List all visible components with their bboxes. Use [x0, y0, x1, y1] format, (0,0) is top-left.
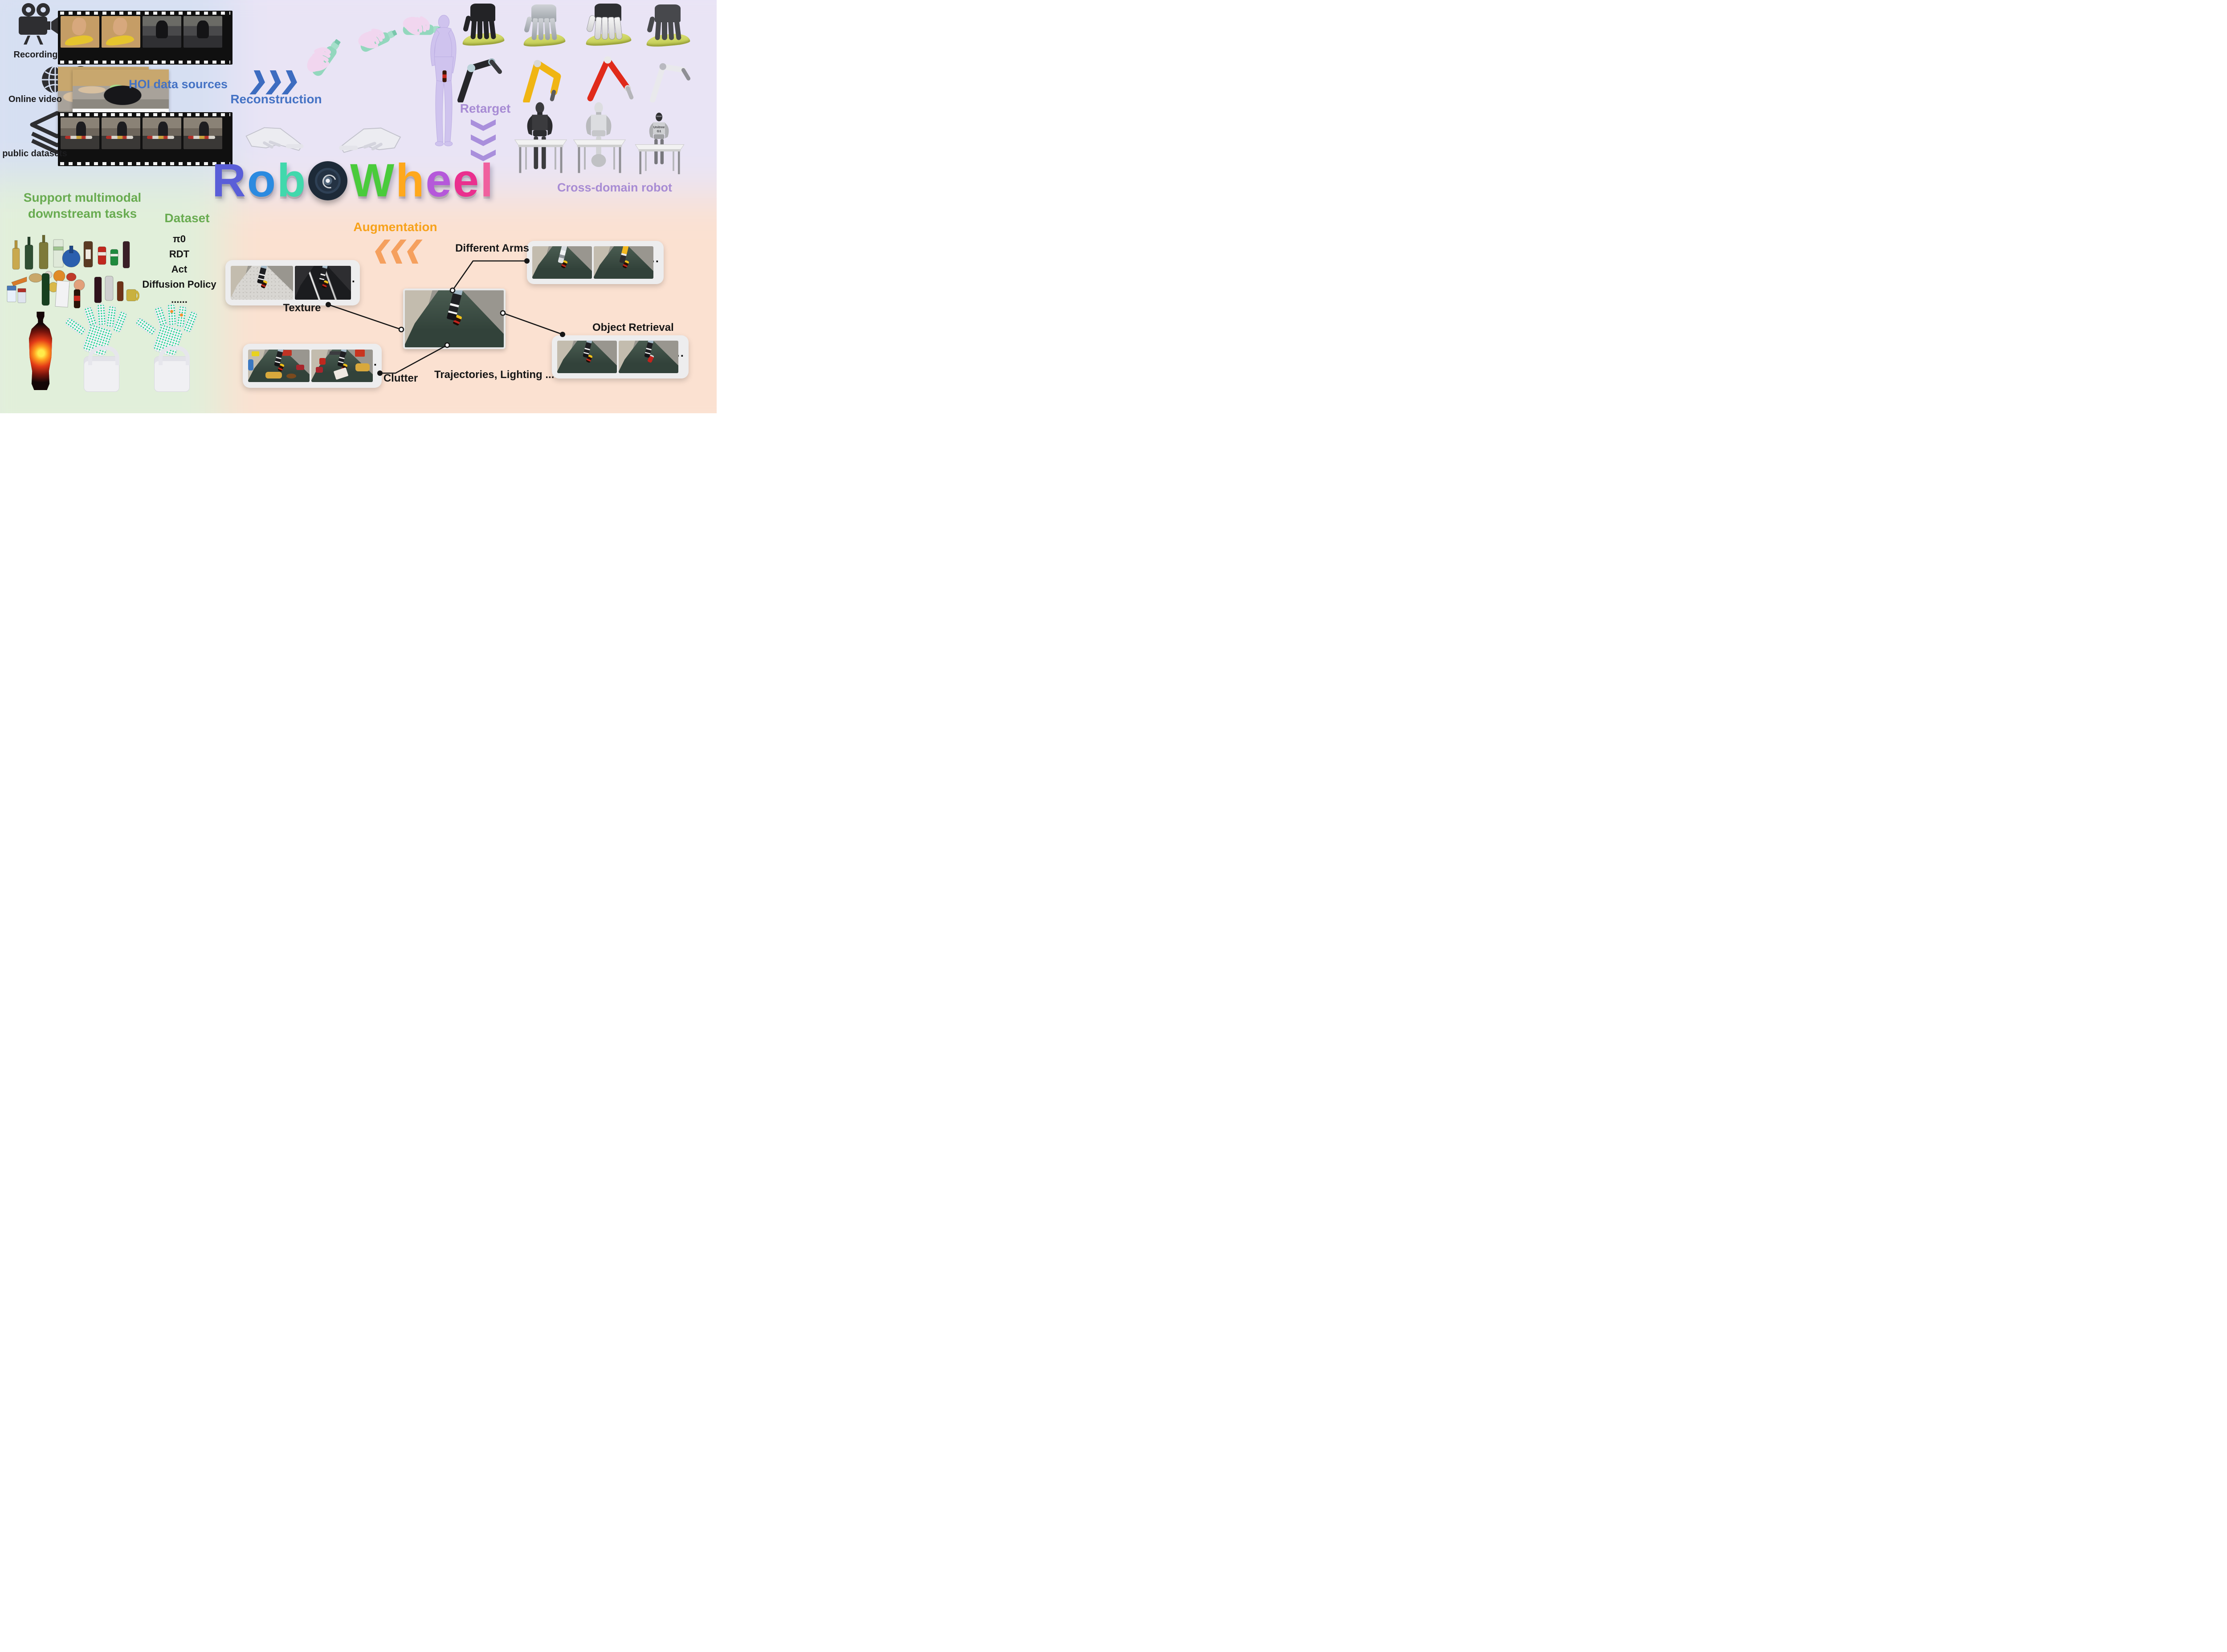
texture-scene-dark	[295, 266, 351, 300]
clutter-scene	[311, 350, 373, 382]
trajectories-lighting-label: Trajectories, Lighting ...	[434, 369, 555, 381]
retarget-label: Retarget	[460, 102, 511, 115]
robot-arm-black	[457, 58, 502, 102]
filmstrip-frame	[102, 16, 140, 48]
public-datasets-label: public datasets	[2, 149, 67, 159]
hoi-data-sources-title: HOI data sources	[128, 77, 228, 91]
downstream-title-line2: downstream tasks	[28, 207, 137, 220]
reconstructed-human-body	[430, 15, 457, 146]
online-video-label: Online video	[8, 94, 62, 104]
video-camera-icon	[19, 3, 60, 45]
cross-domain-robot-label: Cross-domain robot	[557, 181, 672, 194]
logo-letter: l	[480, 155, 494, 207]
arm-scene-yellow	[594, 246, 653, 279]
grasped-object	[277, 363, 285, 372]
robot-hand-grasp-silver	[522, 4, 567, 48]
clutter-label: Clutter	[383, 372, 418, 384]
humanoid-robot-light	[573, 102, 626, 173]
retarget-arrow-icon	[471, 119, 496, 161]
reconstructed-hand-object	[307, 39, 341, 76]
online-video-player	[73, 69, 169, 120]
grasped-object	[585, 354, 593, 363]
tactile-sensor-hand	[134, 303, 210, 393]
reconstructed-hand-mesh	[339, 127, 401, 153]
robot-arm-white	[650, 63, 691, 102]
grasped-object	[260, 280, 268, 289]
video-frame	[73, 69, 169, 109]
dataset-item: RDT	[169, 248, 190, 260]
wheel-icon: o	[308, 161, 348, 200]
unitree-g1-label: G1	[657, 129, 661, 133]
humanoid-robot-dark	[514, 102, 567, 173]
dataset-item: π0	[172, 233, 186, 244]
downstream-title-line1: Support multimodal	[23, 191, 142, 204]
logo-letter: e	[425, 155, 452, 207]
reconstruction-label: Reconstruction	[230, 92, 322, 106]
grasped-object	[622, 260, 630, 269]
robot-arm-red	[587, 56, 634, 102]
recording-label: Recording	[13, 50, 58, 60]
dataset-list: π0 RDT Act Diffusion Policy ......	[136, 232, 223, 307]
logo-letter: b	[277, 155, 306, 207]
texture-scene-marble	[231, 266, 293, 300]
grasped-object	[321, 280, 329, 289]
augmentation-center-scene	[403, 289, 506, 349]
clutter-card: ...	[243, 344, 382, 388]
grasped-object	[453, 314, 462, 326]
logo-letter: h	[396, 155, 424, 207]
dataset-title: Dataset	[164, 211, 210, 225]
reconstructed-hand-mesh	[245, 127, 304, 151]
robowheel-logo: R o b o W h e e l	[212, 155, 494, 207]
logo-letter: W	[350, 155, 395, 207]
different-arms-card: ...	[527, 241, 664, 284]
filmstrip-frame	[61, 16, 99, 48]
augmentation-label: Augmentation	[353, 220, 437, 234]
robot-hand-grasp-gray	[645, 4, 691, 48]
robot-hand-grasp-white	[584, 3, 632, 47]
robot-hand-grasp-black	[461, 3, 506, 47]
logo-letter: o	[247, 155, 276, 207]
filmstrip-frame	[143, 16, 181, 48]
grasped-object	[560, 260, 568, 269]
arm-scene-white	[532, 246, 592, 279]
dataset-item: ......	[171, 294, 188, 305]
reconstruction-arrow-icon	[249, 70, 299, 94]
humanoid-robot-unitree-g1: Unitree G1	[635, 113, 685, 175]
dataset-item: Act	[171, 264, 188, 275]
datasets-filmstrip	[58, 112, 232, 166]
texture-label: Texture	[283, 302, 321, 314]
object-retrieval-card: ...	[552, 335, 689, 378]
different-arms-label: Different Arms	[455, 242, 529, 254]
reconstructed-hand-object	[358, 28, 397, 52]
recording-filmstrip	[58, 11, 232, 65]
filmstrip-frame	[102, 118, 140, 149]
robowheel-figure: Recording Online video	[0, 0, 717, 413]
dataset-item: Diffusion Policy	[142, 279, 216, 290]
retrieval-scene-can	[619, 341, 678, 373]
robot-arm-yellow	[523, 60, 561, 102]
unitree-label: Unitree	[653, 125, 665, 129]
filmstrip-frame	[143, 118, 181, 149]
tactile-sensor-hand	[64, 303, 139, 393]
clutter-scene	[248, 350, 310, 382]
object-retrieval-label: Object Retrieval	[592, 321, 674, 334]
filmstrip-frame	[184, 16, 222, 48]
grasped-object	[647, 354, 655, 363]
filmstrip-frame	[184, 118, 222, 149]
logo-letter: e	[453, 155, 479, 207]
retrieval-scene-bottle	[557, 341, 617, 373]
texture-card: ...	[225, 260, 360, 305]
filmstrip-frame	[61, 118, 99, 149]
logo-letter: R	[212, 155, 246, 207]
object-assets-collection	[7, 235, 139, 309]
augmentation-arrow-icon	[373, 240, 423, 264]
